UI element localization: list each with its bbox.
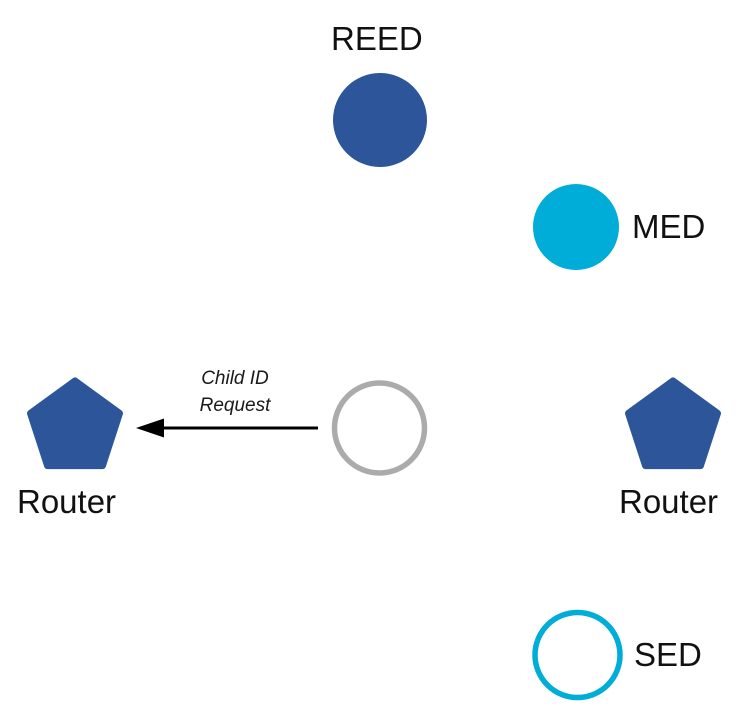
node-router-left-label: Router <box>17 483 117 520</box>
edge-label-line-2: Request <box>199 395 271 416</box>
node-sed-circle[interactable] <box>532 609 623 701</box>
edge-label-line-1: Child ID <box>201 368 269 389</box>
node-router-right-label: Router <box>619 483 719 520</box>
node-joiner-circle[interactable] <box>331 380 428 476</box>
node-router-left-pentagon[interactable] <box>27 377 123 470</box>
node-reed-circle[interactable] <box>333 73 427 167</box>
node-router-right-pentagon[interactable] <box>625 377 721 470</box>
node-med-label: MED <box>632 208 706 245</box>
edge-child-id-request-arrow <box>136 418 318 438</box>
node-sed-label: SED <box>634 636 702 673</box>
edge-child-id-request-label: Child ID Request <box>160 365 310 419</box>
node-reed-label: REED <box>331 20 423 57</box>
node-med-circle[interactable] <box>533 184 619 270</box>
